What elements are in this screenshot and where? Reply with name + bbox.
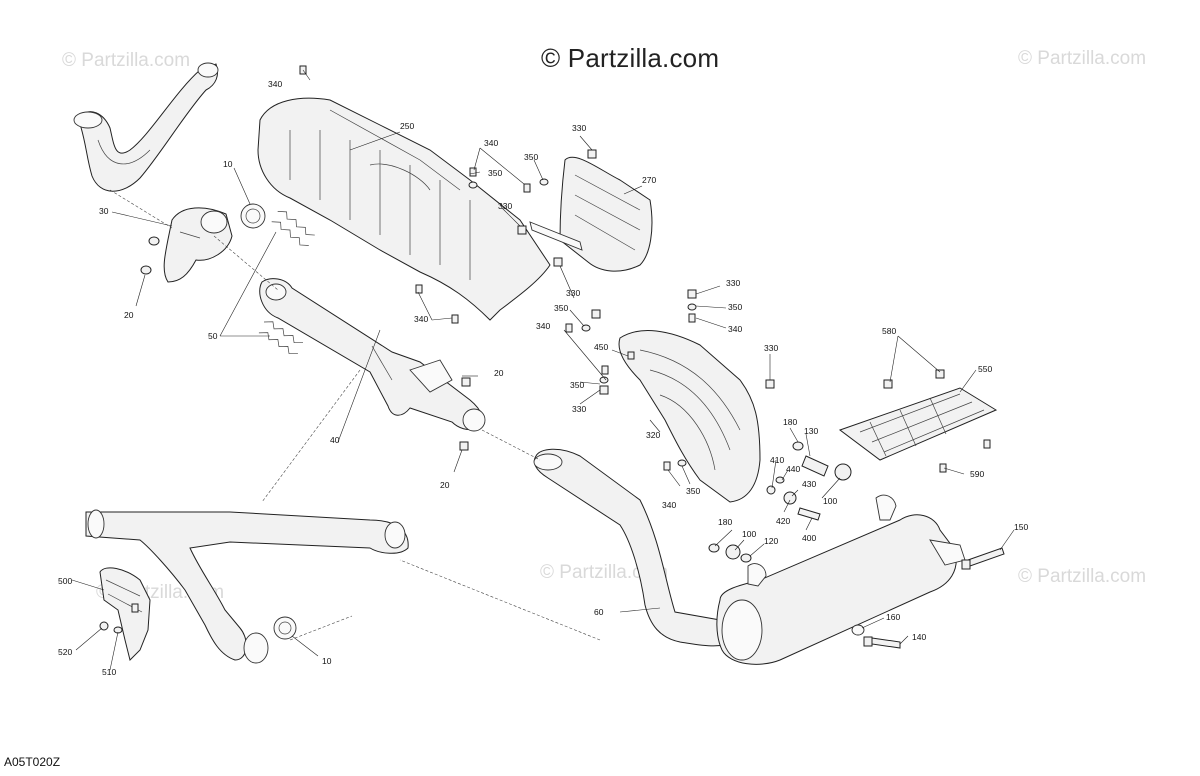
callout-340-a: 340 [268,79,282,89]
callout-20-left: 20 [124,310,134,320]
callout-330-a: 330 [572,123,586,133]
callout-270: 270 [642,175,656,185]
callout-150: 150 [1014,522,1028,532]
muffler[interactable] [716,494,966,665]
assembly-centerlines [109,189,601,641]
callout-550: 550 [978,364,992,374]
callout-330-d: 330 [726,278,740,288]
part-500-bracket[interactable] [99,567,151,661]
callout-430: 430 [802,479,816,489]
callout-160: 160 [886,612,900,622]
callout-180-b: 180 [718,517,732,527]
diagram-code: A05T020Z [4,755,61,769]
callout-250: 250 [400,121,414,131]
callout-410: 410 [770,455,784,465]
callout-420: 420 [776,516,790,526]
callout-120: 120 [764,536,778,546]
callout-100-b: 100 [742,529,756,539]
fasteners[interactable] [99,65,991,634]
callout-140: 140 [912,632,926,642]
part-550-shield-plate[interactable] [838,387,998,461]
callout-100-a: 100 [823,496,837,506]
callout-340-c: 340 [414,314,428,324]
callout-340-d: 340 [536,321,550,331]
leader-lines [71,69,1015,671]
callout-510: 510 [102,667,116,677]
part-270-heat-shield[interactable] [559,156,653,272]
callout-330-f: 330 [572,404,586,414]
part-140-bolt[interactable] [863,636,901,649]
callout-340-e: 340 [728,324,742,334]
callout-400: 400 [802,533,816,543]
callout-340-b: 340 [484,138,498,148]
callout-330-b: 330 [498,201,512,211]
callout-60: 60 [594,607,604,617]
part-150-bolt[interactable] [961,547,1005,570]
callout-20-mid-a: 20 [494,368,504,378]
callout-330-c: 330 [566,288,580,298]
callout-350-c: 350 [554,303,568,313]
callout-40: 40 [330,435,340,445]
watermark-top-right: © Partzilla.com [1018,48,1147,69]
watermark-top-left: © Partzilla.com [62,50,191,71]
part-320-heat-shield[interactable] [618,330,761,503]
callout-20-mid-b: 20 [440,480,450,490]
callout-320: 320 [646,430,660,440]
callout-580: 580 [882,326,896,336]
part-10-gasket-bottom[interactable] [273,616,297,640]
callout-350-e: 350 [570,380,584,390]
part-50-springs[interactable] [256,208,317,357]
callout-30: 30 [99,206,109,216]
callout-450: 450 [594,342,608,352]
callout-440: 440 [786,464,800,474]
callout-130: 130 [804,426,818,436]
callout-350-a: 350 [524,152,538,162]
part-30-exhaust-pipe[interactable] [73,62,219,192]
callout-10-bottom: 10 [322,656,332,666]
callout-350-f: 350 [686,486,700,496]
watermark-right: © Partzilla.com [1018,566,1147,587]
callout-350-d: 350 [728,302,742,312]
part-40-mid-pipe[interactable] [259,278,486,432]
part-10-gasket-top[interactable] [240,203,266,229]
callout-500: 500 [58,576,72,586]
part-manifold-flange[interactable] [163,207,233,283]
callout-520: 520 [58,647,72,657]
part-130-mount[interactable] [801,455,852,481]
part-lower-y-pipe[interactable] [85,509,409,664]
part-400-bolt[interactable] [797,507,821,521]
part-20-nuts-left[interactable] [140,236,160,275]
copyright-notice: © Partzilla.com [541,43,720,73]
part-160-washer[interactable] [851,624,865,636]
callout-350-b: 350 [488,168,502,178]
callout-50: 50 [208,331,218,341]
callout-340-f: 340 [662,500,676,510]
watermark-center: © Partzilla.com [540,562,669,583]
callout-labels: 10 10 20 20 20 30 40 50 60 100 100 120 1… [58,79,1028,677]
part-250-heat-shield[interactable] [257,97,551,321]
callout-10-top: 10 [223,159,233,169]
callout-590: 590 [970,469,984,479]
part-bracket-270[interactable] [529,221,583,251]
part-60-tail-pipe[interactable] [533,448,741,647]
callout-180-a: 180 [783,417,797,427]
callout-330-e: 330 [764,343,778,353]
